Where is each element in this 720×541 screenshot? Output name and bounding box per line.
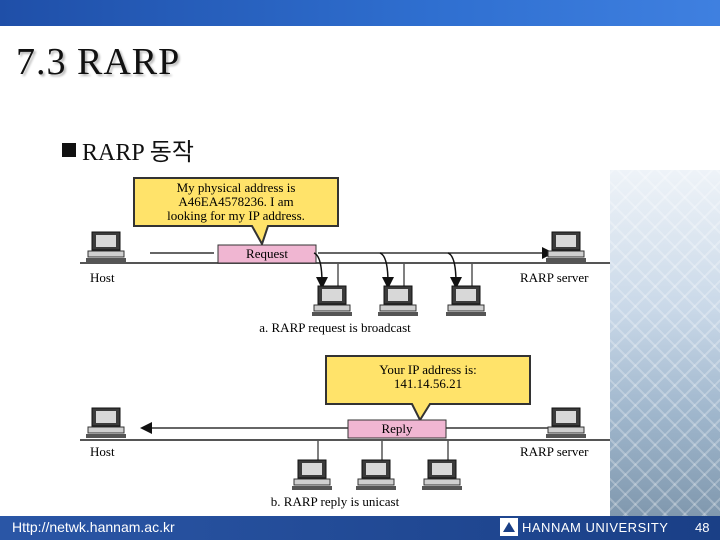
message-request: Request (150, 244, 554, 264)
callout-b-line-1: Your IP address is: (379, 362, 477, 377)
workstation-icon (311, 285, 353, 317)
callout-b: Your IP address is: 141.14.56.21 (325, 355, 531, 423)
slide-title: 7.3 RARP (16, 41, 181, 83)
message-reply: Reply (140, 419, 548, 439)
background-pattern (610, 170, 720, 520)
request-label: Request (246, 246, 288, 261)
host-label-a: Host (90, 270, 115, 285)
caption-b: b. RARP reply is unicast (271, 494, 400, 509)
bullet-text: RARP 동작 (82, 140, 194, 166)
panel-b: Your IP address is: 141.14.56.21 Reply H… (80, 355, 610, 509)
footer-url: Http://netwk.hannam.ac.kr (12, 519, 175, 535)
bullet-item: RARP 동작 (62, 132, 194, 167)
server-label-a: RARP server (520, 270, 589, 285)
bullet-square-icon (62, 142, 76, 157)
workstation-icon (291, 459, 333, 491)
callout-b-line-2: 141.14.56.21 (394, 376, 462, 391)
caption-a: a. RARP request is broadcast (259, 320, 411, 335)
workstation-icon (445, 285, 487, 317)
workstation-icon (355, 459, 397, 491)
reply-label: Reply (381, 421, 413, 436)
workstation-icon (421, 459, 463, 491)
footer-university: HANNAM UNIVERSITY (522, 520, 669, 535)
page-number: 48 (695, 520, 710, 535)
top-accent-bar (0, 0, 720, 26)
callout-a-line-2: A46EA4578236. I am (178, 194, 293, 209)
workstation-icon (377, 285, 419, 317)
university-logo-icon (500, 518, 518, 536)
host-computer-icon (85, 407, 127, 439)
server-label-b: RARP server (520, 444, 589, 459)
callout-a-line-1: My physical address is (177, 180, 296, 195)
callout-a-line-3: looking for my IP address. (167, 208, 305, 223)
panel-a: My physical address is A46EA4578236. I a… (80, 177, 610, 335)
callout-a: My physical address is A46EA4578236. I a… (133, 177, 339, 247)
broadcast-arrows (313, 252, 473, 290)
host-label-b: Host (90, 444, 115, 459)
footer-bar: Http://netwk.hannam.ac.kr HANNAM UNIVERS… (0, 516, 720, 540)
rarp-server-icon (545, 231, 587, 263)
rarp-server-icon (545, 407, 587, 439)
background-decoration (610, 170, 720, 520)
logo-mark (500, 518, 518, 536)
host-computer-icon (85, 231, 127, 263)
